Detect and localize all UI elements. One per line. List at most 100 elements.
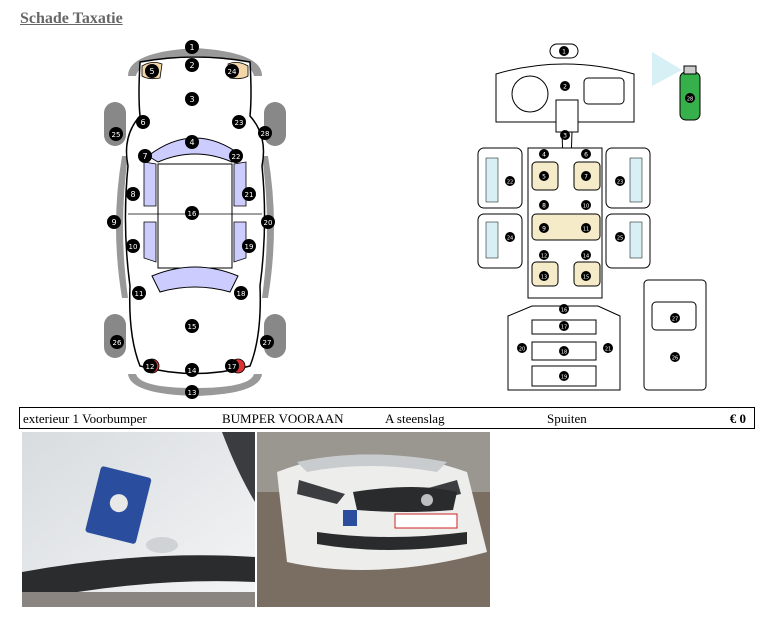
int-marker-3: 3: [560, 130, 570, 140]
steering-wheel: [511, 75, 549, 113]
svg-text:10: 10: [583, 204, 589, 210]
svg-text:17: 17: [561, 325, 567, 331]
int-marker-17: 17: [559, 321, 569, 331]
svg-text:4: 4: [542, 152, 546, 159]
interior-car-diagram: 1 2 3 4 5 6 7 8 9 10 11 12 13 14 15 16 1…: [477, 43, 707, 391]
ext-marker-3: 3: [185, 92, 199, 106]
svg-text:22: 22: [232, 153, 241, 161]
svg-text:26: 26: [672, 356, 678, 362]
ext-marker-7: 7: [138, 149, 152, 163]
ext-marker-26: 26: [110, 335, 124, 349]
int-marker-13: 13: [539, 271, 549, 281]
side-window-right: [233, 161, 247, 207]
svg-text:18: 18: [237, 290, 246, 298]
ext-marker-20: 20: [261, 215, 275, 229]
svg-text:19: 19: [245, 243, 254, 251]
svg-text:16: 16: [561, 308, 567, 314]
int-marker-25: 25: [615, 232, 625, 242]
ext-marker-11: 11: [132, 286, 146, 300]
svg-text:14: 14: [583, 254, 589, 260]
ext-marker-19: 19: [242, 239, 256, 253]
ext-marker-16: 16: [185, 206, 199, 220]
int-marker-23: 23: [615, 176, 625, 186]
svg-text:13: 13: [188, 389, 197, 397]
svg-text:2: 2: [563, 84, 567, 91]
int-marker-6: 6: [581, 149, 591, 159]
ext-marker-9: 9: [107, 215, 121, 229]
ext-marker-28: 28: [258, 126, 272, 140]
int-marker-22: 22: [505, 176, 515, 186]
svg-text:11: 11: [583, 227, 589, 233]
svg-text:21: 21: [605, 347, 611, 353]
glovebox: [583, 77, 625, 105]
svg-text:1: 1: [562, 49, 566, 56]
door-front-left: [477, 147, 523, 209]
int-marker-16: 16: [559, 304, 569, 314]
svg-text:23: 23: [617, 180, 623, 186]
svg-text:24: 24: [228, 68, 237, 76]
int-marker-15: 15: [581, 271, 591, 281]
svg-text:21: 21: [245, 191, 254, 199]
damage-price: € 0: [729, 411, 746, 426]
svg-text:5: 5: [542, 174, 546, 181]
door-rear-right: [605, 213, 651, 269]
interior-markers: 1 2 3 4 5 6 7 8 9 10 11 12 13 14 15 16 1…: [505, 46, 695, 381]
ext-marker-6: 6: [136, 115, 150, 129]
photo-car-front[interactable]: [257, 432, 490, 607]
ext-marker-14: 14: [185, 363, 199, 377]
svg-text:15: 15: [583, 275, 589, 281]
ext-marker-12: 12: [143, 359, 157, 373]
photo-front-bumper-image: [22, 432, 255, 607]
svg-text:2: 2: [189, 61, 194, 70]
rear-bumper-shape: [128, 374, 262, 396]
ext-marker-25: 25: [109, 127, 123, 141]
page-title: Schade Taxatie: [20, 10, 123, 27]
svg-text:15: 15: [188, 323, 197, 331]
svg-text:12: 12: [146, 363, 155, 371]
ext-marker-1: 1: [185, 40, 199, 54]
spray-mist: [652, 52, 682, 86]
svg-text:7: 7: [142, 152, 147, 161]
svg-text:10: 10: [129, 243, 138, 251]
svg-text:27: 27: [672, 317, 678, 323]
svg-text:11: 11: [135, 290, 144, 298]
svg-text:27: 27: [263, 339, 272, 347]
side-window-left-rear: [143, 221, 157, 263]
rear-bench: [531, 213, 601, 241]
ext-marker-4: 4: [185, 135, 199, 149]
damage-action: Spuiten: [547, 411, 587, 426]
int-marker-4: 4: [539, 149, 549, 159]
svg-text:9: 9: [542, 226, 546, 233]
svg-text:22: 22: [507, 180, 513, 186]
int-marker-26: 26: [670, 352, 680, 362]
svg-text:20: 20: [519, 347, 525, 353]
door-front-right: [605, 147, 651, 209]
center-console: [555, 99, 579, 133]
ext-marker-22: 22: [229, 149, 243, 163]
ext-marker-27: 27: [260, 335, 274, 349]
damage-code: A steenslag: [385, 411, 445, 426]
ext-marker-17: 17: [225, 359, 239, 373]
ext-marker-13: 13: [185, 385, 199, 399]
ext-marker-21: 21: [242, 187, 256, 201]
svg-text:25: 25: [617, 236, 623, 242]
int-marker-11: 11: [581, 223, 591, 233]
ext-marker-24: 24: [225, 64, 239, 78]
svg-text:8: 8: [542, 203, 546, 210]
svg-text:25: 25: [112, 131, 121, 139]
exterior-markers: 1 2 3 4 5 6 7 8 9 10 11 12 13 14 15 16 1…: [107, 40, 275, 399]
svg-text:20: 20: [264, 219, 273, 227]
exterior-car-diagram: 1 2 3 4 5 6 7 8 9 10 11 12 13 14 15 16 1…: [104, 40, 286, 399]
svg-text:5: 5: [149, 67, 154, 76]
front-bumper-shape: [128, 48, 262, 76]
ext-marker-5: 5: [145, 64, 159, 78]
svg-text:6: 6: [140, 118, 145, 127]
int-marker-20: 20: [517, 343, 527, 353]
side-window-left: [143, 161, 157, 207]
svg-text:4: 4: [189, 138, 194, 147]
photo-front-bumper-closeup[interactable]: [22, 432, 255, 607]
svg-text:19: 19: [561, 375, 567, 381]
spare-panel: [643, 279, 707, 391]
ext-marker-2: 2: [185, 58, 199, 72]
ext-marker-10: 10: [126, 239, 140, 253]
